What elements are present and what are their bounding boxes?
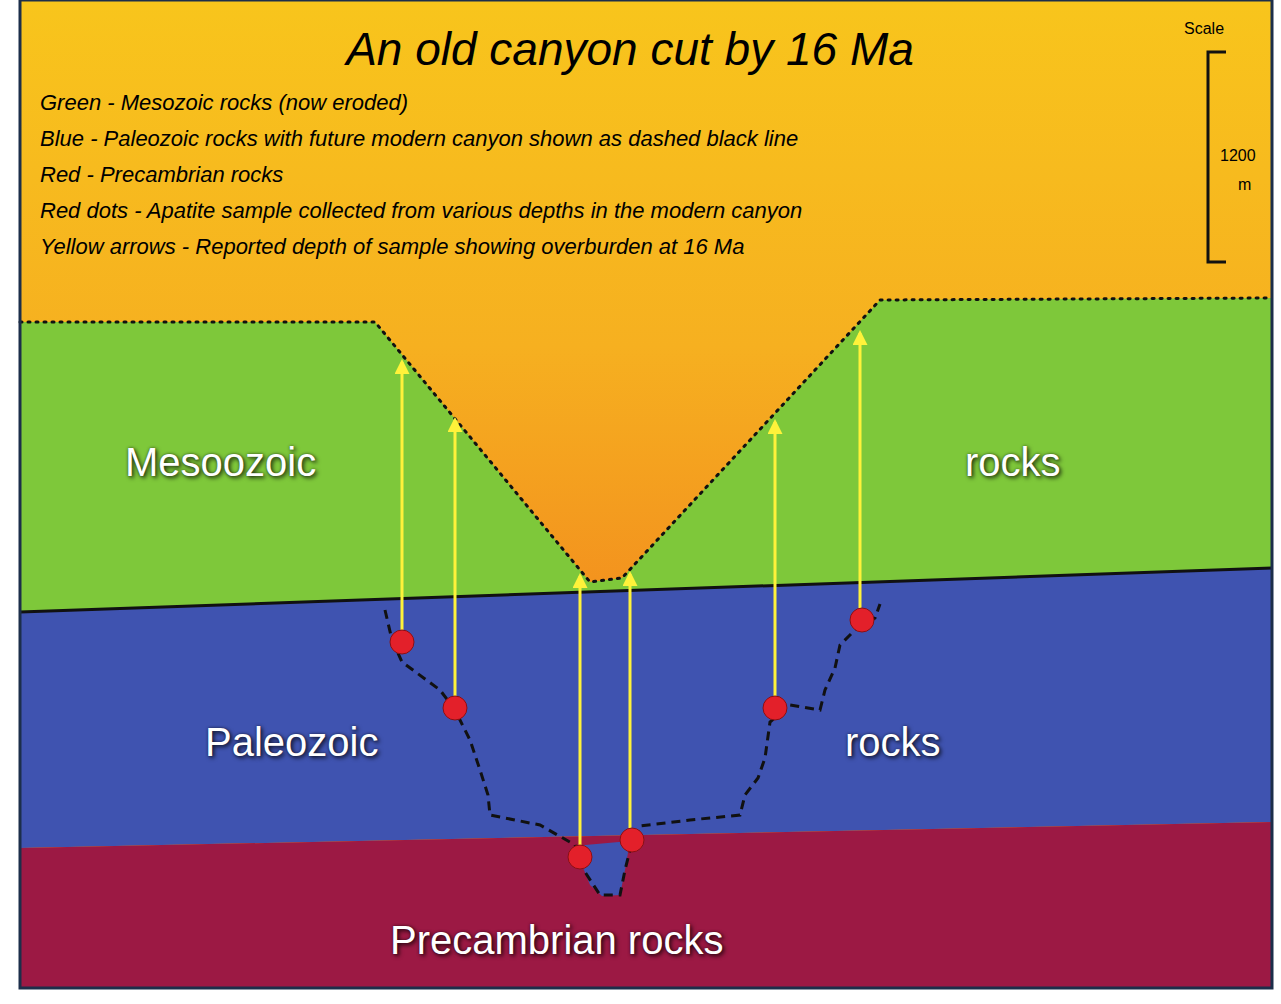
legend-note: Blue - Paleozoic rocks with future moder… <box>40 126 798 152</box>
rock-layer: Precambrian rocks <box>20 830 1272 988</box>
precambrian-layer <box>20 822 1272 988</box>
legend-note: Red dots - Apatite sample collected from… <box>40 198 802 224</box>
legend-note: Yellow arrows - Reported depth of sample… <box>40 234 744 260</box>
layer-name: rocks <box>845 720 941 765</box>
overburden-arrows <box>402 333 860 845</box>
modern-canyon-line <box>385 604 880 895</box>
paleozoic-layer <box>20 568 1272 848</box>
scale-title: Scale <box>1184 20 1224 38</box>
scale-unit: m <box>1238 176 1251 194</box>
legend-note: Green - Mesozoic rocks (now eroded) <box>40 90 408 116</box>
sample-dots <box>390 608 874 869</box>
unconformity-line <box>20 568 1272 612</box>
frame <box>20 0 1272 988</box>
layer-name: rocks <box>965 440 1061 485</box>
rock-layer: Paleozoic rocks <box>20 575 1272 845</box>
legend-note: Red - Precambrian rocks <box>40 162 283 188</box>
mesozoic-layer <box>20 298 1272 612</box>
layer-name: Precambrian rocks <box>390 918 723 963</box>
layer-name: Paleozoic <box>205 720 378 765</box>
eroded-surface <box>20 298 1272 582</box>
scale-value: 1200 <box>1220 147 1256 165</box>
title: An old canyon cut by 16 Ma <box>20 22 1240 76</box>
sky-ground <box>20 0 1272 988</box>
rock-layer: Mesoozoic rocks <box>20 300 1272 610</box>
layer-name: Mesoozoic <box>125 440 316 485</box>
